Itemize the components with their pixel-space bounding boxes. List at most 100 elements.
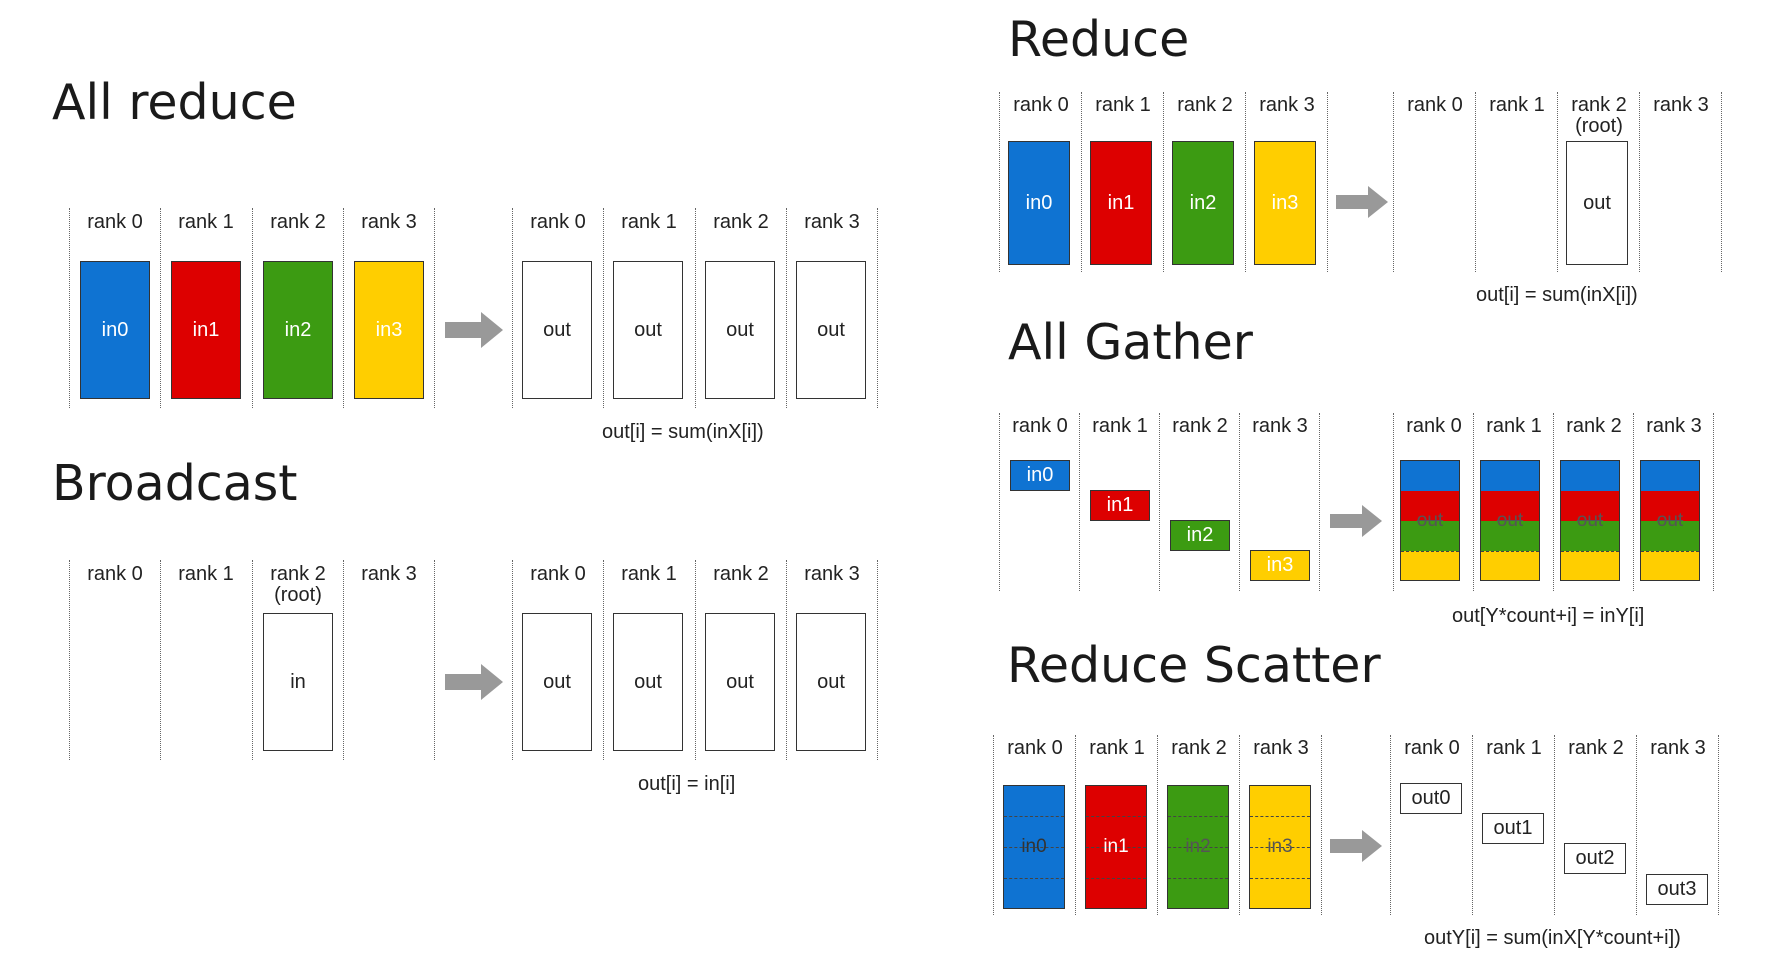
output-buffer-label: out [1656, 510, 1684, 531]
rank-label: rank 1 [1089, 737, 1145, 759]
rank-label: rank 0 [1007, 737, 1063, 759]
divider [434, 560, 435, 760]
formula: out[i] = sum(inX[i]) [1476, 284, 1638, 306]
rank-label: rank 1 [621, 211, 677, 233]
input-buffer-in1: in1 [171, 261, 241, 399]
reduce-title: Reduce [1008, 11, 1190, 68]
output-buffer-out1: out1 [1482, 813, 1544, 844]
divider [786, 560, 787, 760]
output-buffer: out [705, 261, 775, 399]
divider [1004, 847, 1064, 848]
divider [1473, 413, 1474, 591]
divider [1472, 735, 1473, 915]
divider [1561, 551, 1619, 552]
rank-label: rank 0 [1013, 94, 1069, 116]
divider [1075, 735, 1076, 915]
rank-label: rank 2 [1566, 415, 1622, 437]
formula: out[Y*count+i] = inY[i] [1452, 605, 1645, 627]
output-buffer: out [796, 613, 866, 751]
divider [1168, 816, 1228, 817]
broadcast-title: Broadcast [52, 455, 298, 512]
divider [1239, 735, 1240, 915]
divider [1481, 551, 1539, 552]
output-buffer: out [796, 261, 866, 399]
divider [1004, 816, 1064, 817]
rank-label: rank 3 [1253, 737, 1309, 759]
input-buffer-in2: in2 [1172, 141, 1234, 265]
rank-label: rank 3 [1252, 415, 1308, 437]
root-rank-label: rank 2 (root) [255, 564, 341, 605]
divider [1553, 413, 1554, 591]
all-gather-title: All Gather [1008, 314, 1253, 371]
root-rank-label: rank 2 (root) [1560, 95, 1638, 136]
divider [343, 208, 344, 408]
output-buffer: out [522, 261, 592, 399]
divider [1713, 413, 1714, 591]
divider [1239, 413, 1240, 591]
rank-label: rank 3 [1259, 94, 1315, 116]
formula: out[i] = sum(inX[i]) [602, 421, 764, 443]
output-buffer-stack: out [1400, 460, 1460, 581]
formula: out[i] = in[i] [638, 773, 736, 795]
divider [434, 208, 435, 408]
divider [1636, 735, 1637, 915]
output-buffer-out2: out2 [1564, 843, 1626, 874]
segment-red [1641, 491, 1699, 521]
right-arrow-icon [445, 312, 503, 348]
divider [695, 560, 696, 760]
rank-label: rank 2 [1571, 94, 1627, 116]
segment-yellow [1561, 551, 1619, 580]
segment-blue [1401, 461, 1459, 491]
segment-green [1481, 521, 1539, 551]
rank-label: rank 0 [1406, 415, 1462, 437]
rank-label: rank 1 [1489, 94, 1545, 116]
divider [1633, 413, 1634, 591]
divider [1554, 735, 1555, 915]
divider [69, 208, 70, 408]
divider [603, 208, 604, 408]
input-buffer-in0: in0 [1008, 141, 1070, 265]
reduce-scatter-title: Reduce Scatter [1007, 637, 1381, 694]
segment-blue [1641, 461, 1699, 491]
divider [1086, 847, 1146, 848]
divider [1086, 878, 1146, 879]
rank-label: rank 2 [1177, 94, 1233, 116]
divider [512, 208, 513, 408]
right-arrow-icon [445, 664, 503, 700]
output-buffer: out [613, 261, 683, 399]
input-buffer-in1: in1 [1090, 141, 1152, 265]
divider [1393, 413, 1394, 591]
divider [1401, 551, 1459, 552]
input-buffer-in3: in3 [1250, 550, 1310, 581]
divider [252, 560, 253, 760]
all-reduce-title: All reduce [52, 74, 297, 131]
divider [877, 560, 878, 760]
divider [1168, 847, 1228, 848]
divider [1393, 92, 1394, 272]
divider [160, 560, 161, 760]
rank-label: rank 1 [1486, 415, 1542, 437]
divider [1390, 735, 1391, 915]
rank-label: rank 1 [1095, 94, 1151, 116]
rank-label: rank 1 [178, 211, 234, 233]
input-buffer-in3: in3 [1249, 785, 1311, 909]
divider [512, 560, 513, 760]
rank-label: rank 1 [178, 563, 234, 585]
input-buffer-label: in1 [1103, 836, 1129, 857]
rank-label: rank 0 [87, 211, 143, 233]
segment-red [1481, 491, 1539, 521]
input-buffer-in3: in3 [354, 261, 424, 399]
right-arrow-icon [1336, 186, 1388, 218]
divider [603, 560, 604, 760]
input-buffer-in1: in1 [1085, 785, 1147, 909]
rank-label: rank 1 [1092, 415, 1148, 437]
divider [1086, 816, 1146, 817]
output-buffer-label: out [1416, 510, 1444, 531]
output-buffer-label: out [1496, 510, 1524, 531]
input-buffer-in3: in3 [1254, 141, 1316, 265]
divider [160, 208, 161, 408]
divider [1250, 847, 1310, 848]
rank-label: rank 3 [804, 563, 860, 585]
divider [1319, 413, 1320, 591]
divider [1157, 735, 1158, 915]
